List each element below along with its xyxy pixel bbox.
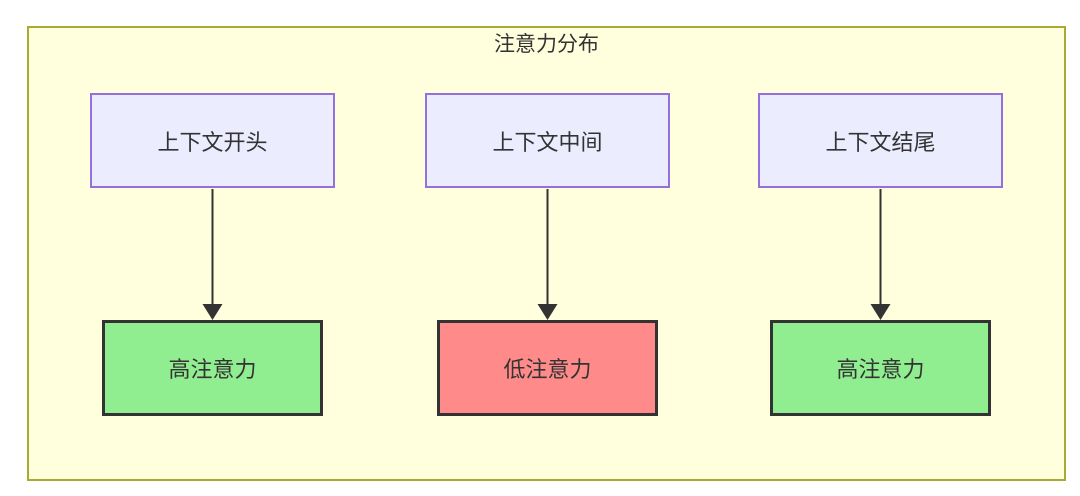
node-context-end: 上下文结尾 bbox=[758, 93, 1003, 188]
node-context-middle: 上下文中间 bbox=[425, 93, 670, 188]
node-high-attention-1: 高注意力 bbox=[102, 320, 323, 416]
diagram-title: 注意力分布 bbox=[494, 33, 599, 56]
node-context-start: 上下文开头 bbox=[90, 93, 335, 188]
node-low-attention: 低注意力 bbox=[437, 320, 658, 416]
node-high-attention-2: 高注意力 bbox=[770, 320, 991, 416]
